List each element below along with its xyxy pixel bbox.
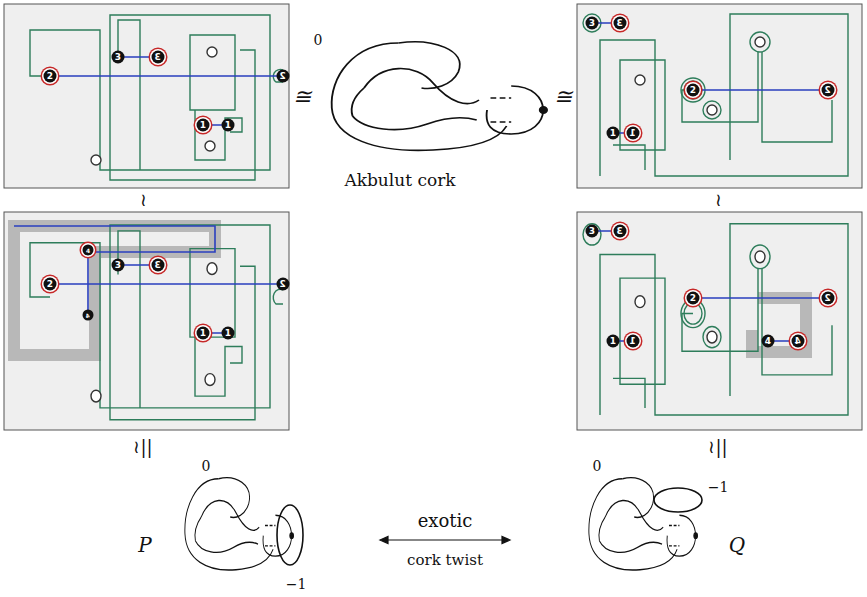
text-label: 0 [593, 459, 602, 473]
callout-number: 2 [822, 292, 835, 305]
text-label: Q [729, 535, 745, 555]
callout-number: 2 [44, 278, 57, 291]
callout-number: 1 [627, 127, 640, 140]
callout-number: 2 [822, 84, 835, 97]
callout-number: 1 [607, 127, 620, 140]
callout-number: 4 [83, 245, 94, 256]
panel [577, 4, 862, 188]
callout-digit: 1 [630, 129, 636, 138]
callout-digit: 2 [825, 86, 831, 95]
highlight-band [752, 298, 806, 352]
callout-number: 1 [197, 119, 210, 132]
attaching-curves [30, 15, 283, 180]
attaching-curves [30, 225, 283, 420]
text-label: ≅ [293, 86, 311, 108]
callout-number: 1 [222, 327, 235, 340]
callout-number: 4 [83, 310, 94, 321]
callout-number: 2 [277, 70, 290, 83]
callout-digit: 1 [200, 329, 206, 338]
text-label: Akbulut cork [344, 172, 455, 189]
callout-digit: 3 [155, 261, 161, 270]
callout-digit: 2 [47, 280, 53, 289]
text-label: ≀ [140, 191, 147, 209]
arc-lines [14, 23, 828, 341]
callout-digit: 3 [115, 261, 121, 270]
callout-digit: 3 [115, 53, 121, 62]
text-label: ≀|| [708, 438, 727, 456]
callout-number: 3 [112, 51, 125, 64]
callout-number: 2 [277, 278, 290, 291]
callout-number: 3 [614, 17, 627, 30]
text-label: 0 [314, 33, 323, 47]
callout-digit: 1 [630, 337, 636, 346]
callout-number: 3 [586, 17, 599, 30]
callout-number: 4 [792, 335, 805, 348]
text-label: 0 [202, 459, 211, 473]
callout-digit: 4 [765, 337, 771, 346]
attaching-curves [583, 14, 848, 176]
callout-digit: 3 [617, 227, 623, 236]
callout-number: 3 [112, 259, 125, 272]
text-label: cork twist [407, 553, 483, 568]
callout-digit: 1 [225, 121, 231, 130]
callout-digit: 2 [825, 294, 831, 303]
callout-number: 2 [687, 84, 700, 97]
highlight-band [14, 226, 215, 355]
knot-diagram [332, 42, 547, 151]
callout-digit: 3 [617, 19, 623, 28]
callout-number: 3 [152, 259, 165, 272]
attaching-curves [583, 224, 848, 415]
callout-number: 1 [607, 335, 620, 348]
callout-number: 1 [222, 119, 235, 132]
callout-number: 3 [614, 225, 627, 238]
callout-digit: 2 [690, 86, 696, 95]
callout-digit: 3 [589, 19, 595, 28]
callout-digit: 1 [225, 329, 231, 338]
handle-circle [277, 505, 303, 565]
text-label: ≀ [715, 191, 722, 209]
callout-number: 2 [44, 70, 57, 83]
text-label: −1 [286, 577, 307, 591]
callout-digit: 2 [280, 72, 286, 81]
text-label: ≅ [554, 86, 572, 108]
panel [4, 212, 289, 430]
callout-digit: 1 [610, 129, 616, 138]
callout-digit: 4 [86, 247, 90, 253]
text-label: ≀|| [133, 438, 152, 456]
callout-digit: 1 [200, 121, 206, 130]
callout-digit: 4 [86, 312, 90, 318]
text-label: P [138, 535, 151, 555]
callout-digit: 2 [690, 294, 696, 303]
callout-number: 3 [586, 225, 599, 238]
callout-number: 3 [152, 51, 165, 64]
callout-digit: 2 [280, 280, 286, 289]
callout-number: 4 [762, 335, 775, 348]
callout-number: 1 [197, 327, 210, 340]
callout-digit: 2 [47, 72, 53, 81]
callout-digit: 4 [795, 337, 801, 346]
text-label: exotic [418, 512, 473, 530]
callout-number: 2 [687, 292, 700, 305]
text-label: −1 [708, 480, 729, 494]
panel [577, 212, 862, 430]
knot-diagram [589, 478, 698, 570]
double-arrow [380, 537, 510, 544]
panel [4, 4, 289, 188]
callout-digit: 3 [155, 53, 161, 62]
callout-number: 1 [627, 335, 640, 348]
handle-circle [654, 488, 702, 512]
callout-digit: 3 [589, 227, 595, 236]
callout-digit: 1 [610, 337, 616, 346]
